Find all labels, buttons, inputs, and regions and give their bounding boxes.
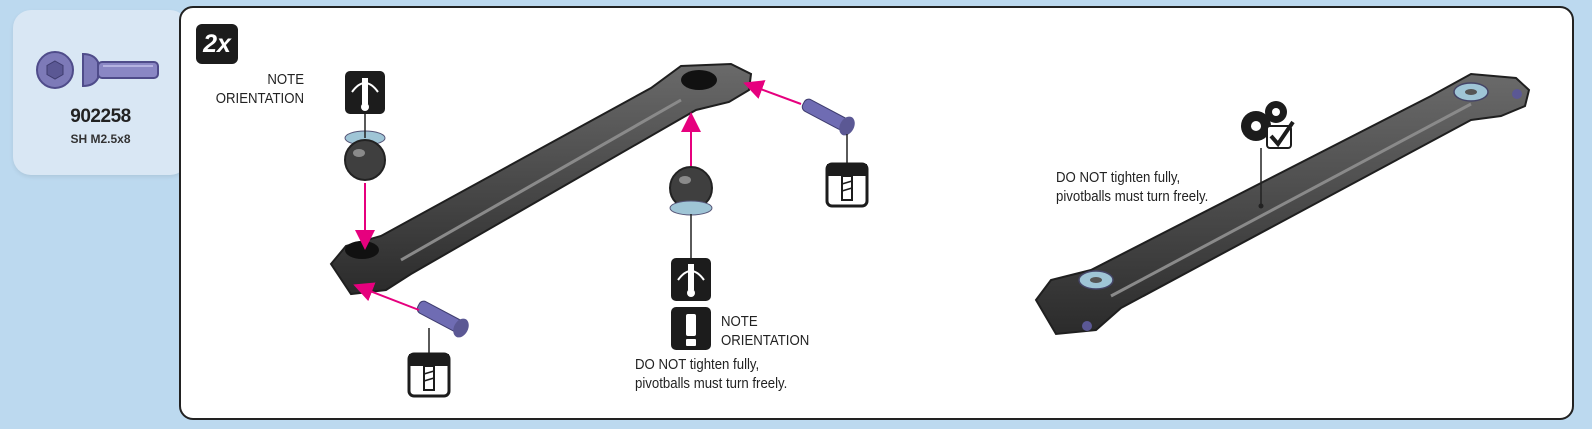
warning-line: pivotballs must turn freely. [635,374,787,393]
instruction-panel: 2x [179,6,1574,420]
warning-line: DO NOT tighten fully, [635,355,787,374]
orientation-icon [671,214,711,301]
attention-icon [671,307,711,350]
note-line: ORIENTATION [721,331,809,350]
orientation-icon [345,71,385,138]
note-orientation-top: NOTE ORIENTATION [212,70,304,108]
screw-top [801,97,858,138]
part-description: SH M2.5x8 [13,132,188,146]
pivot-ball-top [345,131,385,180]
note-line: NOTE [212,70,304,89]
screw-parts-illustration [13,10,188,110]
warning-left: DO NOT tighten fully, pivotballs must tu… [635,355,787,393]
part-number: 902258 [13,106,188,128]
note-line: ORIENTATION [212,89,304,108]
parts-box: 902258 SH M2.5x8 [13,10,188,175]
note-orientation-bottom: NOTE ORIENTATION [721,312,809,350]
screw-head-icon [37,52,73,88]
screwdriver-icon [409,328,449,396]
screwdriver-icon [827,134,867,206]
screw-side-icon [83,54,158,86]
pivot-ball-bottom [670,167,712,215]
assembly-diagram [181,8,1574,420]
arrow-screw-top [747,84,801,104]
warning-line: pivotballs must turn freely. [1056,187,1208,206]
warning-right: DO NOT tighten fully, pivotballs must tu… [1056,168,1208,206]
screw-bottom [416,299,472,340]
note-line: NOTE [721,312,809,331]
warning-line: DO NOT tighten fully, [1056,168,1208,187]
